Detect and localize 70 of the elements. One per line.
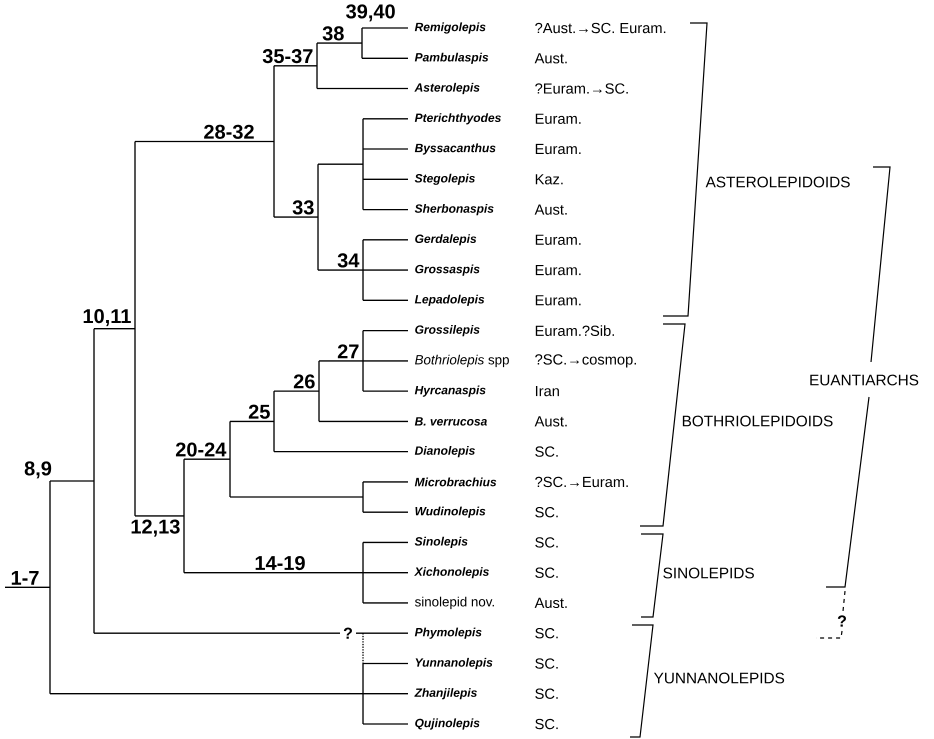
distribution-text: ?SC.→Euram. [535, 476, 628, 488]
taxon-name: B. verrucosa [414, 417, 487, 426]
character-number: 10,11 [84, 309, 131, 326]
character-number: 26 [294, 374, 315, 388]
distribution-text: Euram. [536, 295, 581, 306]
distribution-text: Kaz. [536, 174, 563, 184]
distribution-text: Aust. [534, 204, 567, 215]
character-number: 12,13 [132, 520, 180, 537]
distribution-text: SC. [535, 658, 558, 669]
character-number: 39,40 [346, 4, 395, 22]
distribution-text: ?Euram.→SC. [535, 83, 628, 94]
character-number: 33 [292, 200, 314, 214]
character-number: 1-7 [12, 570, 39, 585]
character-number: 38 [322, 26, 344, 40]
question-mark: ? [838, 615, 846, 627]
distribution-text: SC. [535, 628, 558, 638]
taxon-name: Remigolepis [414, 22, 486, 34]
distribution-text: Euram. [536, 234, 581, 245]
taxon-name: Lepadolepis [414, 294, 484, 306]
taxon-name: Xichonolepis [414, 567, 489, 578]
taxon-name: Wudinolepis [415, 506, 486, 518]
clade-name: SINOLEPIDS [663, 568, 754, 578]
character-number: 28-32 [204, 124, 254, 139]
distribution-text: SC. [535, 507, 558, 518]
clade-name: EUANTIARCHS [810, 374, 918, 386]
taxon-name: Sherbonaspis [414, 204, 494, 216]
distribution-text: Euram. [536, 144, 581, 154]
taxon-name: Microbrachius [414, 478, 496, 486]
taxon-name: Zhanjilepis [414, 688, 477, 700]
taxon-name: Hyrcanaspis [414, 386, 486, 397]
distribution-text: Aust. [534, 416, 567, 427]
taxon-name: Grossilepis [415, 325, 480, 336]
taxon-name: Asterolepis [414, 82, 480, 94]
taxon-name: Pambulaspis [414, 52, 488, 64]
distribution-text: ?SC.→cosmop. [535, 354, 636, 368]
taxon-name: Grossaspis [415, 264, 480, 276]
taxon-name: Pterichthyodes [414, 113, 501, 124]
distribution-text: SC. [535, 568, 558, 578]
distribution-text: Aust. [534, 598, 567, 608]
distribution-text: Aust. [534, 53, 567, 64]
character-number: 14-19 [256, 556, 305, 570]
distribution-text: ?Aust.→SC. Euram. [535, 22, 666, 34]
character-number: 35-37 [262, 49, 313, 64]
character-number: 34 [338, 253, 360, 268]
distribution-text: Euram. [536, 114, 581, 124]
character-number: 20-24 [176, 442, 226, 457]
distribution-text: SC. [535, 718, 558, 730]
clade-name: BOTHRIOLEPIDOIDS [682, 416, 833, 426]
distribution-text: Iran [536, 386, 559, 396]
taxon-name: Yunnanolepis [416, 658, 492, 670]
taxon-name: Phymolepis [414, 628, 482, 639]
taxon-name: Byssacanthus [414, 143, 496, 155]
distribution-text: SC. [535, 446, 558, 457]
taxon-name: Qujinolepis [415, 718, 480, 730]
clade-name: YUNNANOLEPIDS [654, 672, 784, 684]
taxon-name: Gerdalepis [415, 234, 476, 246]
taxon-name: Dianolepis [414, 446, 475, 458]
clade-name: ASTEROLEPIDOIDS [706, 176, 850, 188]
distribution-text: Euram.?Sib. [536, 325, 614, 336]
taxon-name: Stegolepis [414, 174, 475, 185]
character-number: 25 [248, 404, 270, 419]
distribution-text: Euram. [536, 265, 581, 276]
taxon-name: Bothriolepis spp [415, 354, 509, 368]
question-mark: ? [344, 628, 352, 639]
taxon-name: sinolepid nov. [414, 596, 494, 610]
character-number: 27 [338, 344, 359, 358]
taxon-name: Sinolepis [414, 536, 468, 548]
distribution-text: SC. [535, 537, 558, 548]
distribution-text: SC. [535, 688, 558, 699]
character-number: 8,9 [24, 461, 52, 478]
